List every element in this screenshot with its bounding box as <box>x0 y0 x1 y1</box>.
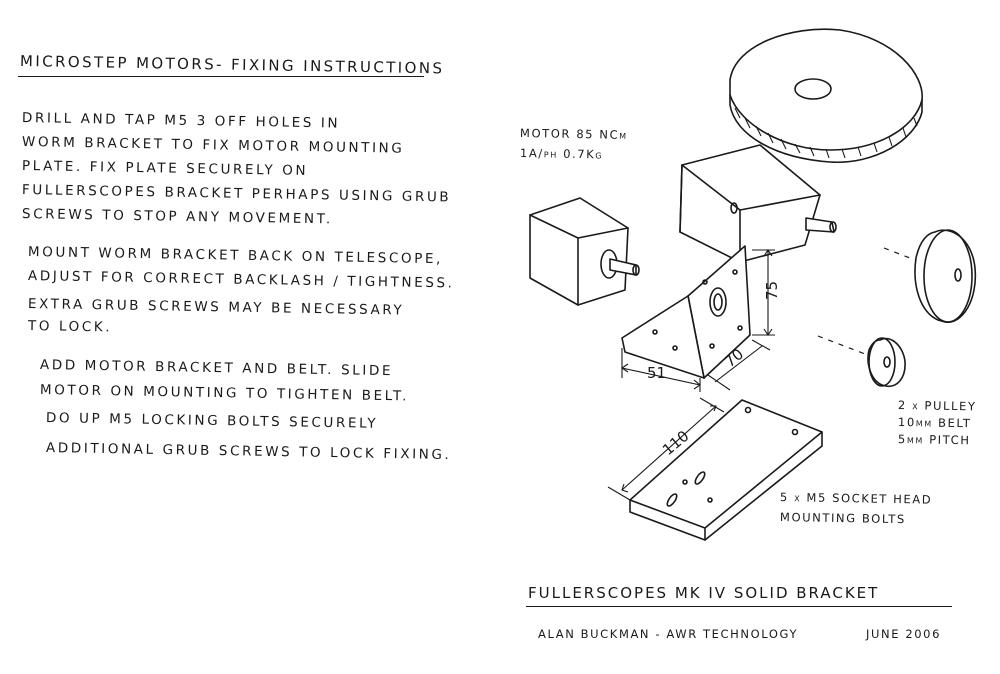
worm-housing-drawing <box>679 144 837 263</box>
pulley-note: 5mm PITCH <box>897 432 971 448</box>
base-plate-drawing <box>629 399 823 541</box>
bolts-note: MOUNTING BOLTS <box>779 510 906 527</box>
pulley-note: 2 x PULLEY <box>897 398 977 414</box>
dimension-width: 51 <box>647 364 666 382</box>
title-underline <box>18 76 424 77</box>
small-pulley-drawing <box>867 337 906 387</box>
motor-bracket-drawing <box>621 245 751 379</box>
motor-spec-note: 1A/ph 0.7Kg <box>519 146 604 162</box>
stepper-motor-drawing <box>529 197 640 306</box>
worm-wheel-drawing <box>729 28 923 163</box>
pulley-axis-line <box>883 247 916 261</box>
drawing-title-underline <box>526 606 952 607</box>
bolts-note: 5 x M5 SOCKET HEAD <box>779 490 933 507</box>
drawing-title: FULLERSCOPES MK IV SOLID BRACKET <box>528 584 880 602</box>
drawing-date: JUNE 2006 <box>866 627 941 641</box>
large-pulley-drawing <box>914 229 977 323</box>
dimension-lines <box>607 249 775 501</box>
author-credit: ALAN BUCKMAN - AWR TECHNOLOGY <box>538 627 799 641</box>
pulley-note: 10mm BELT <box>897 415 972 431</box>
dimension-height: 75 <box>763 281 781 300</box>
motor-spec-note: MOTOR 85 NCm <box>519 126 628 142</box>
pulley-axis-line <box>817 335 866 355</box>
